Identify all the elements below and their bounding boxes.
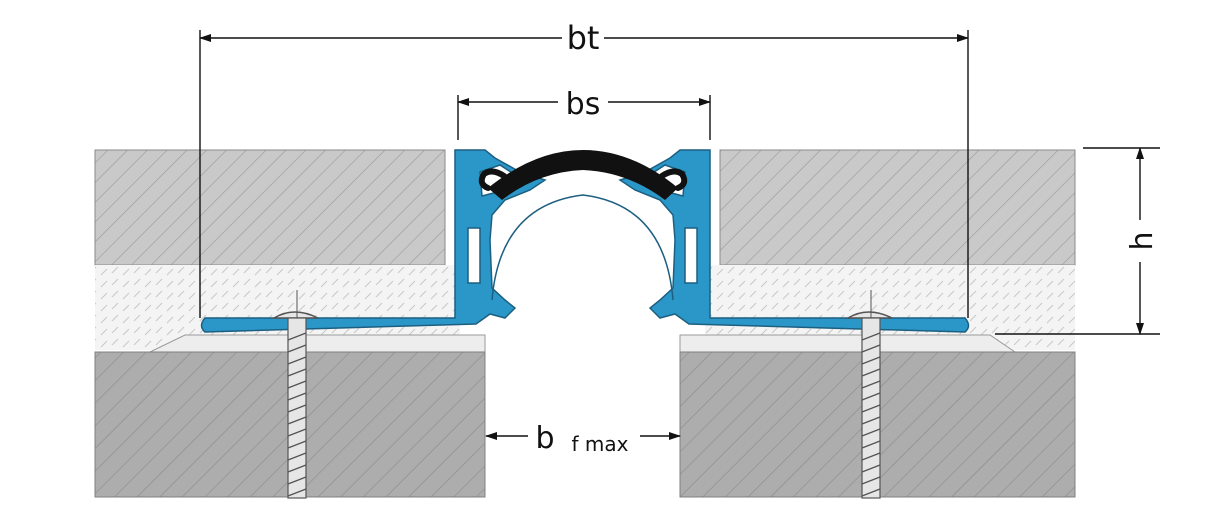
tile-right	[719, 149, 1076, 266]
label-h: h	[1125, 231, 1160, 250]
screw-left	[271, 290, 319, 499]
label-bs: bs	[566, 87, 601, 122]
dimension-h	[995, 147, 1160, 335]
dimension-bs	[457, 95, 711, 140]
tile-left	[94, 149, 446, 266]
dimension-bt	[199, 30, 969, 318]
mortar-wedge-right	[679, 334, 1017, 353]
seal-hook-left	[478, 168, 515, 191]
label-b: b	[535, 421, 554, 456]
seal-insert	[488, 150, 678, 200]
mortar-wedge-left	[149, 334, 486, 353]
seal-hook-right	[651, 168, 688, 191]
label-bt: bt	[567, 19, 600, 57]
label-f-max: f max	[572, 432, 629, 456]
screw-right	[845, 290, 893, 499]
profile-inner-curve	[491, 194, 674, 301]
